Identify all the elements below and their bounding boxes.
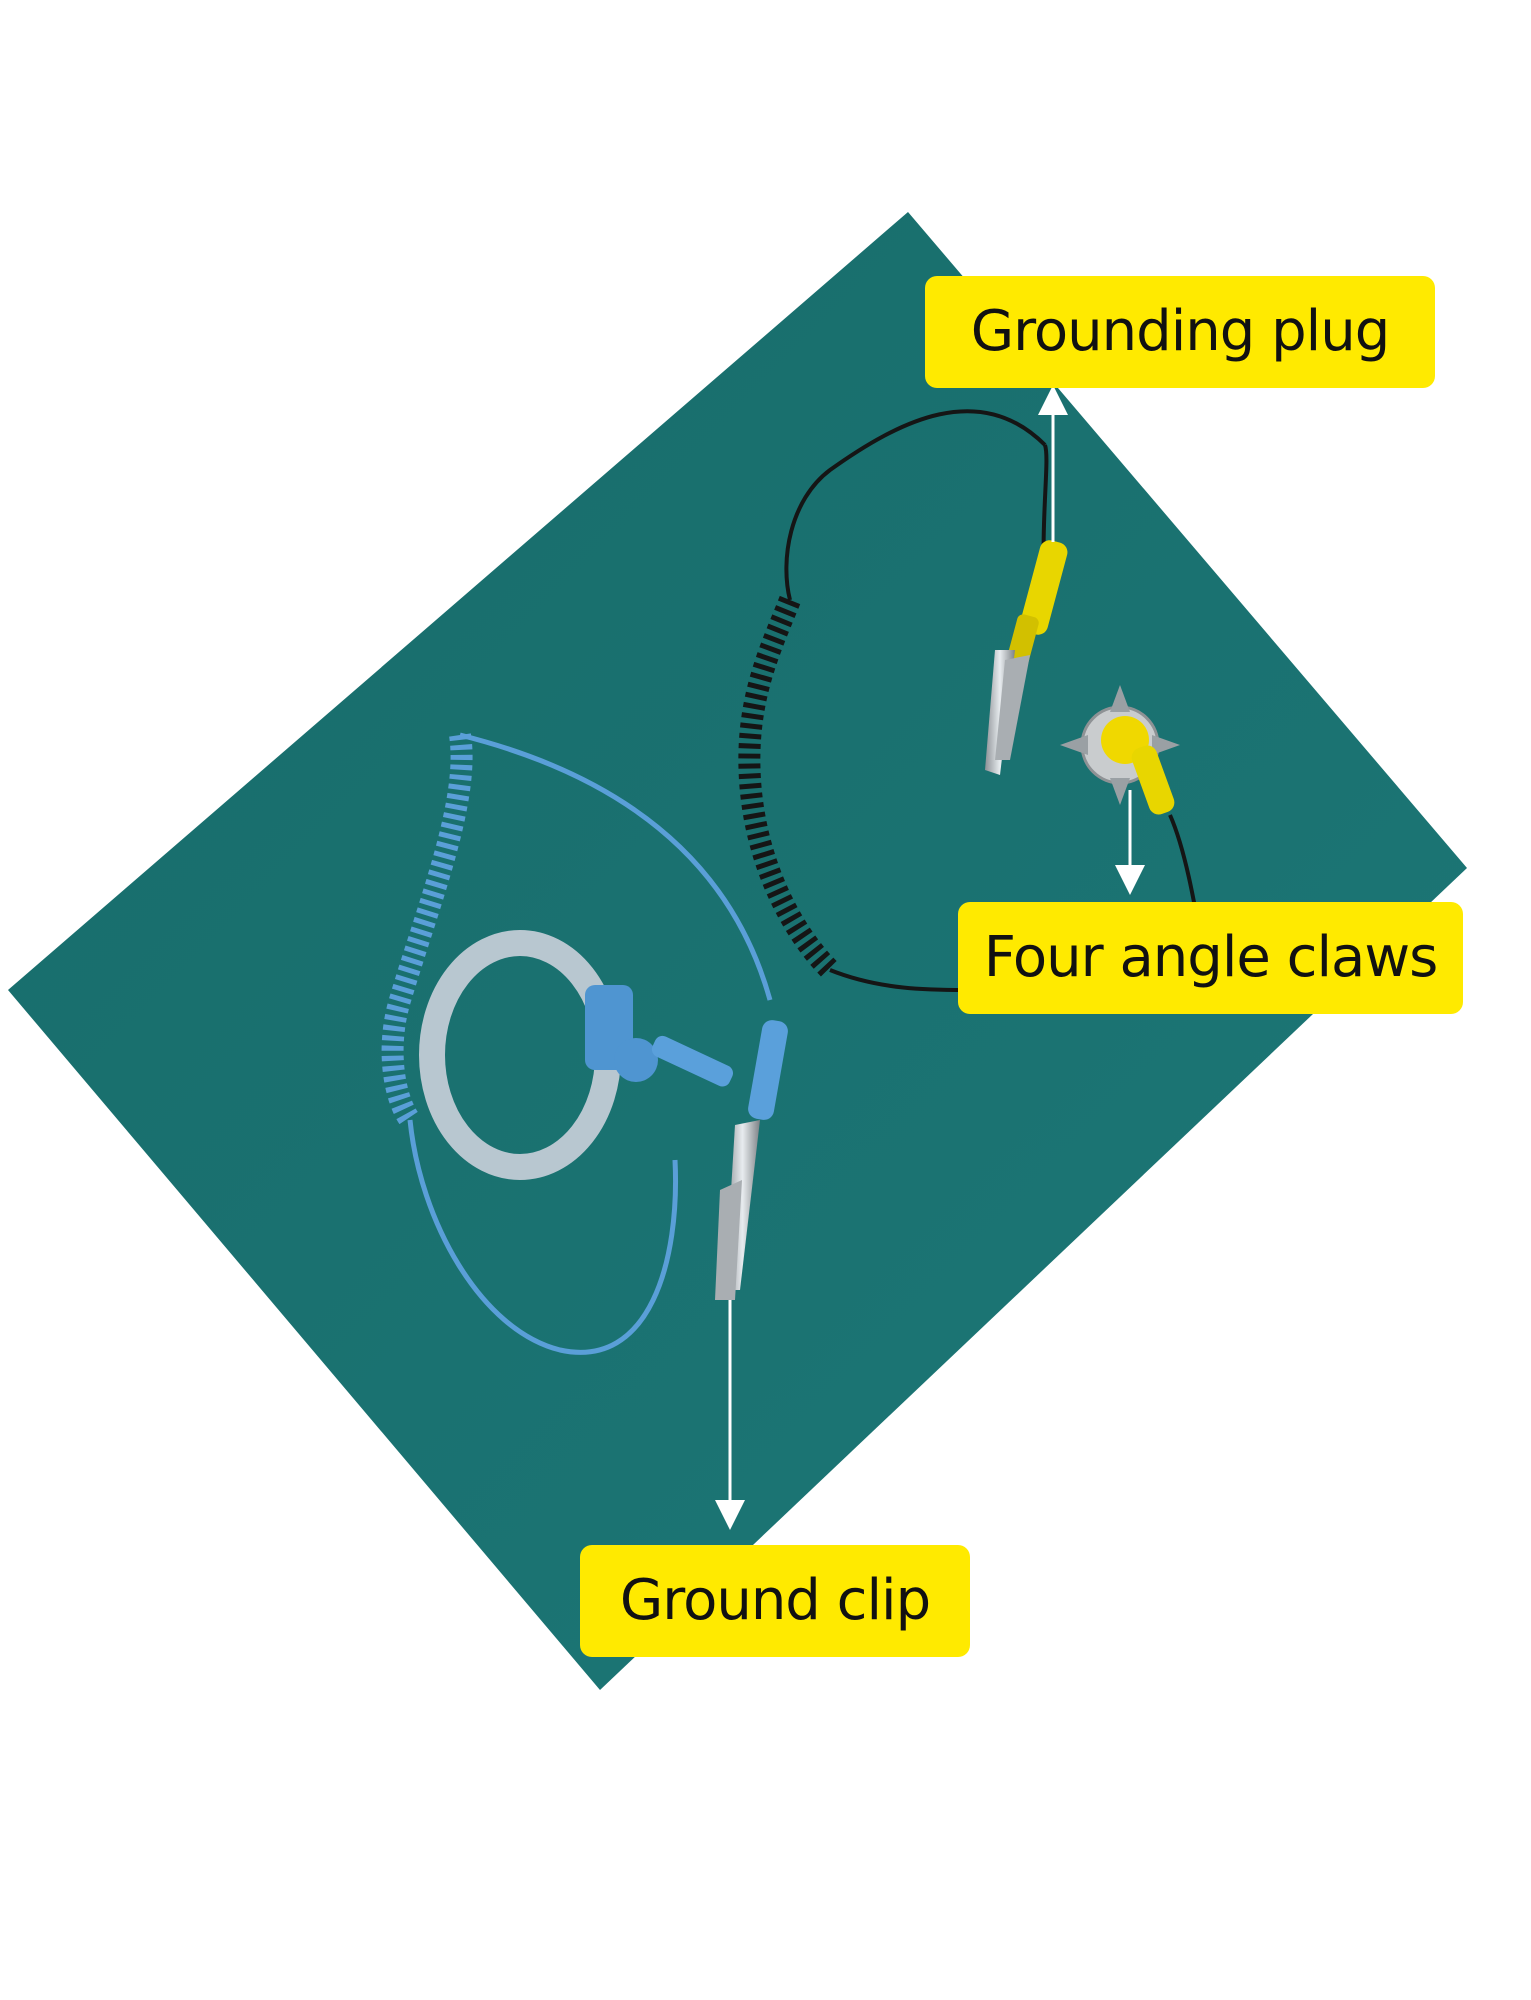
ground-clip-icon [715, 1020, 788, 1300]
snap-button-with-claws-icon [1060, 685, 1212, 991]
blue-coiled-cord [381, 732, 773, 1355]
label-ground-clip: Ground clip [580, 1545, 970, 1657]
black-coiled-cord [738, 409, 1049, 992]
label-four-angle-claws: Four angle claws [958, 902, 1463, 1014]
grounding-plug-icon [985, 540, 1068, 775]
anti-static-mat [8, 212, 1467, 1690]
wrist-strap-icon [419, 930, 733, 1180]
label-grounding-plug: Grounding plug [925, 276, 1435, 388]
